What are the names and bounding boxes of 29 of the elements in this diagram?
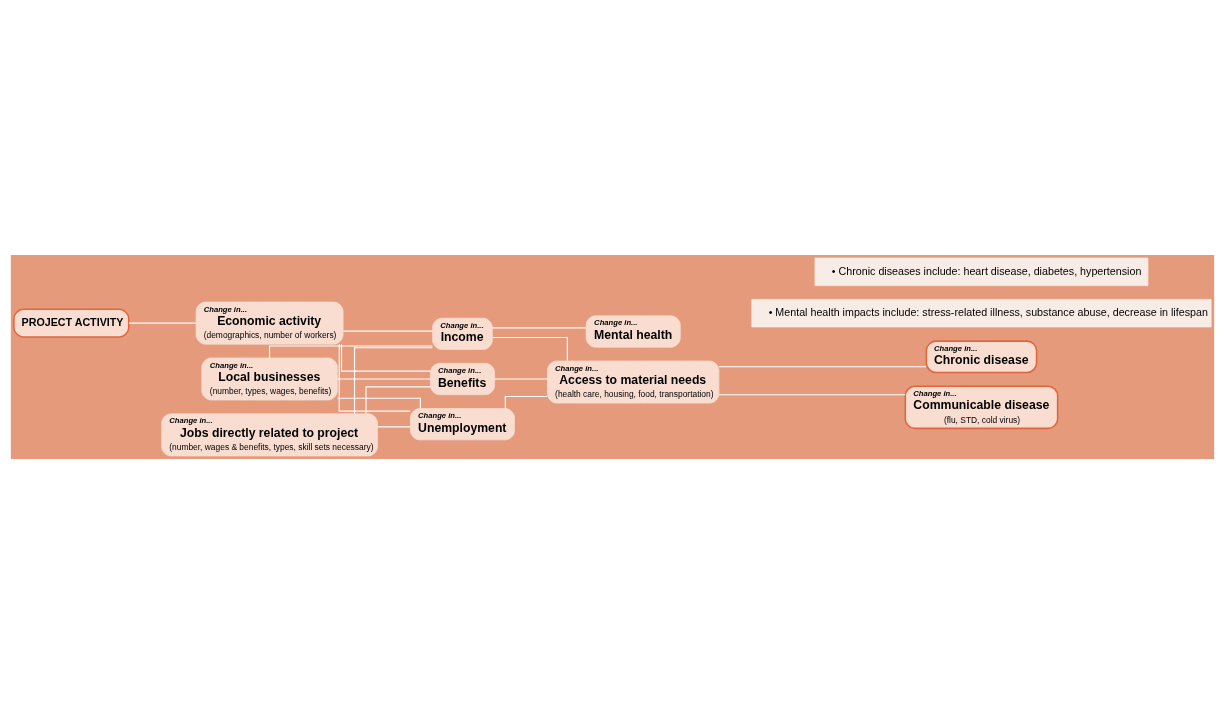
node-box: Change in... Unemployment: [410, 407, 515, 440]
node-box: Change in... Mental health: [585, 314, 681, 348]
node-box: Change in... Benefits: [429, 362, 495, 395]
connector: [365, 385, 431, 414]
connector: [338, 343, 411, 412]
node-box: Change in... Economic activity (demographics, number of workers): [195, 301, 344, 345]
connector: [491, 336, 568, 361]
node-box: Change in... Income: [432, 317, 493, 350]
connector: [269, 344, 434, 358]
node-box: Change in... Jobs directly related to project (number, wages & benefits, types, skill sets necessary): [161, 412, 378, 456]
node-box: PROJECT ACTIVITY: [13, 308, 130, 338]
connector: [128, 322, 197, 324]
node-box: Change in... Communicable disease (flu, STD, cold virus): [904, 385, 1059, 429]
connector: [504, 395, 548, 409]
connector: [491, 326, 587, 328]
connector: [336, 397, 421, 409]
node-box: Change in... Access to material needs (health care, housing, food, transportation): [547, 360, 720, 403]
connector: [377, 425, 411, 427]
connector: [718, 393, 906, 395]
connector: [353, 346, 433, 414]
label: • Chronic diseases include: heart disease, diabetes, hypertension: [831, 264, 1142, 277]
connector: [337, 377, 431, 380]
connector: [494, 377, 548, 380]
connector: [342, 330, 434, 332]
node-box: Change in... Local businesses (number, types, wages, benefits): [201, 357, 338, 400]
node-box: Change in... Chronic disease: [925, 339, 1038, 373]
label: • Mental health impacts include: stress-related illness, substance abuse, decrease in lifespan: [768, 305, 1208, 318]
connector: [718, 365, 927, 367]
connector: [340, 343, 431, 372]
